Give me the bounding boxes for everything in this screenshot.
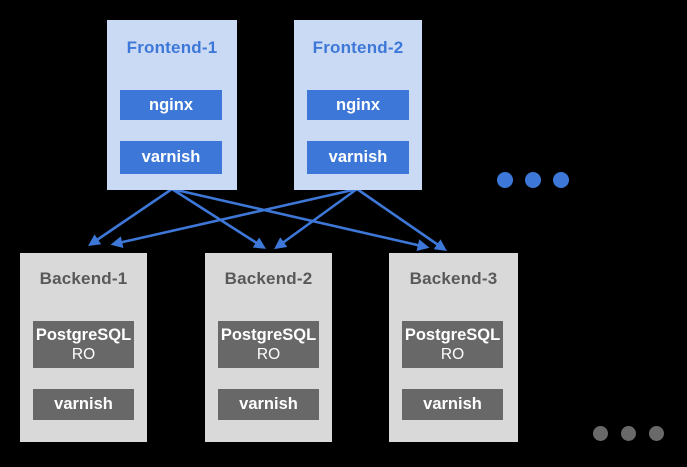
frontend-1-varnish-box: varnish: [120, 141, 222, 174]
database-mode-label: RO: [440, 346, 465, 363]
backend-1-title: Backend-1: [39, 269, 128, 288]
arrow-f1-to-b3: [171, 187, 430, 251]
arrow-f1-to-b2: [171, 187, 267, 249]
frontend-2-node: Frontend-2 nginx varnish: [294, 20, 422, 190]
ellipsis-dot: [553, 172, 569, 188]
database-label: PostgreSQL: [35, 326, 132, 344]
backend-2-title: Backend-2: [224, 269, 313, 288]
frontend-2-varnish-box: varnish: [307, 141, 409, 174]
backend-1-node: Backend-1 PostgreSQL RO varnish: [20, 253, 147, 442]
backend-2-postgresql-box: PostgreSQL RO: [218, 321, 319, 368]
backend-1-varnish-box: varnish: [33, 389, 134, 420]
backend-2-node: Backend-2 PostgreSQL RO varnish: [205, 253, 332, 442]
database-label: PostgreSQL: [220, 326, 317, 344]
backend-3-title: Backend-3: [409, 269, 498, 288]
arrow-f1-to-b1: [88, 187, 173, 247]
ellipsis-dot: [621, 426, 636, 441]
backend-3-node: Backend-3 PostgreSQL RO varnish: [389, 253, 518, 442]
backend-3-varnish-box: varnish: [402, 389, 503, 420]
ellipsis-dot: [593, 426, 608, 441]
backend-3-postgresql-box: PostgreSQL RO: [402, 321, 503, 368]
ellipsis-dot: [525, 172, 541, 188]
frontend-1-node: Frontend-1 nginx varnish: [107, 20, 237, 190]
frontend-more-ellipsis-icon: [497, 172, 569, 188]
ellipsis-dot: [497, 172, 513, 188]
ellipsis-dot: [649, 426, 664, 441]
frontend-2-title: Frontend-2: [312, 38, 404, 57]
backend-more-ellipsis-icon: [593, 426, 664, 441]
backend-1-postgresql-box: PostgreSQL RO: [33, 321, 134, 368]
database-mode-label: RO: [256, 346, 281, 363]
arrow-f2-to-b1: [110, 187, 358, 248]
frontend-2-nginx-box: nginx: [307, 90, 409, 120]
backend-2-varnish-box: varnish: [218, 389, 319, 420]
arrow-f2-to-b2: [274, 187, 358, 250]
frontend-1-nginx-box: nginx: [120, 90, 222, 120]
database-label: PostgreSQL: [404, 326, 501, 344]
frontend-1-title: Frontend-1: [126, 38, 218, 57]
arrow-f2-to-b3: [356, 187, 447, 252]
database-mode-label: RO: [71, 346, 96, 363]
